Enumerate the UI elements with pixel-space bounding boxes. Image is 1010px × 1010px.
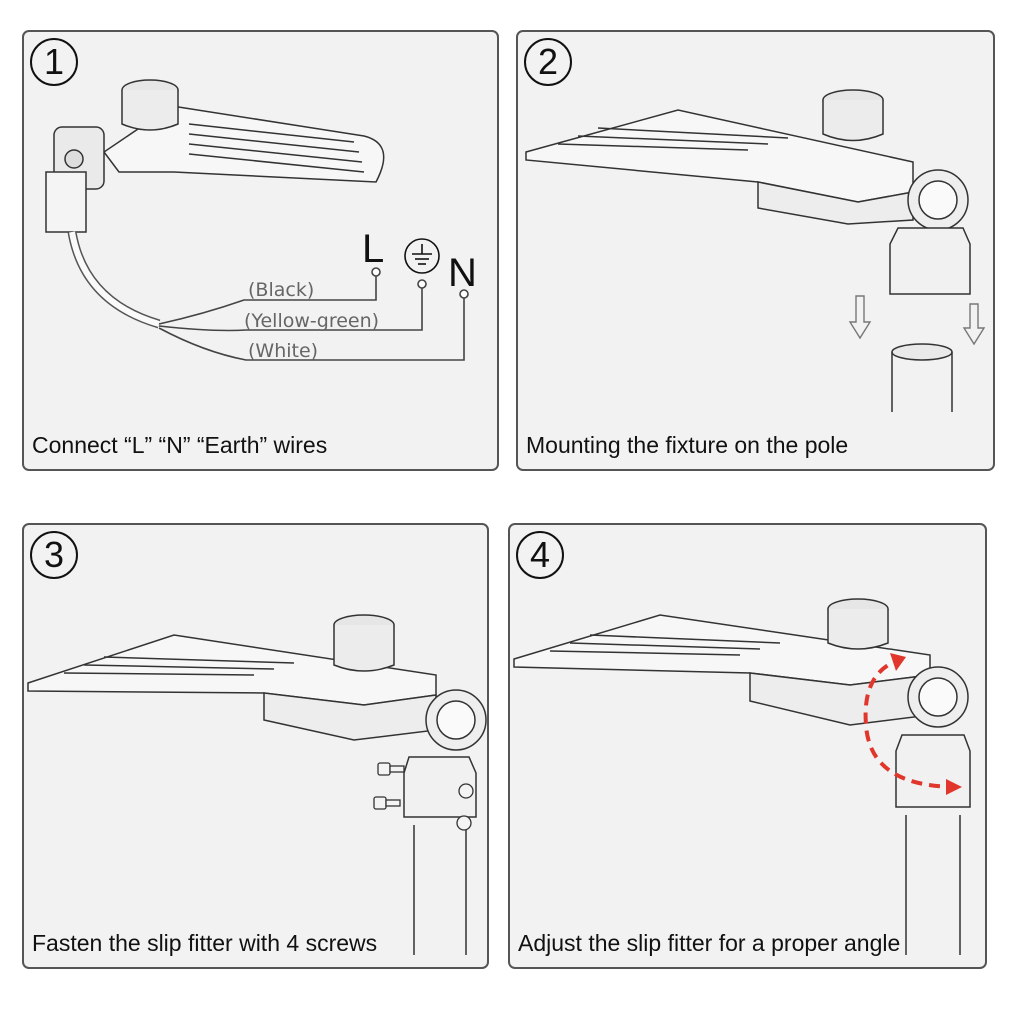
step-2-number: 2 [524, 38, 572, 86]
wire-label-white: (White) [248, 340, 318, 362]
earth-ground-icon [404, 238, 440, 274]
pole-drawing [891, 343, 953, 412]
down-arrow-icon [848, 295, 986, 346]
wire-label-yellow-green: (Yellow-green) [244, 310, 379, 332]
step-3-panel: 3 Fasten the slip fitter with 4 screws [22, 523, 489, 969]
step-4-illustration [513, 598, 971, 955]
light-fixture-drawing [45, 79, 385, 329]
step-1-caption: Connect “L” “N” “Earth” wires [32, 432, 328, 458]
step-4-panel: 4 Adjust the slip fitter for a proper an… [508, 523, 987, 969]
terminal-live-label: L [362, 227, 384, 271]
step-3-number: 3 [30, 531, 78, 579]
step-3-illustration [27, 614, 487, 955]
light-fixture-drawing [513, 598, 971, 955]
step-3-caption: Fasten the slip fitter with 4 screws [32, 930, 378, 956]
step-4-number: 4 [516, 531, 564, 579]
wire-label-black: (Black) [248, 279, 314, 301]
light-fixture-drawing [525, 89, 971, 295]
screw-icon [373, 762, 474, 831]
step-1-panel: (Black) (Yellow-green) (White) L N 1 Con… [22, 30, 499, 471]
step-2-illustration [525, 89, 986, 412]
step-2-panel: 2 Mounting the fixture on the pole [516, 30, 995, 471]
step-1-number: 1 [30, 38, 78, 86]
wire-lines [158, 267, 469, 361]
terminal-neutral-label: N [448, 251, 477, 295]
light-fixture-drawing [27, 614, 487, 955]
step-2-caption: Mounting the fixture on the pole [526, 432, 849, 458]
step-1-illustration: (Black) (Yellow-green) (White) L N [45, 79, 477, 362]
rotate-arrow-icon [863, 653, 962, 795]
step-4-caption: Adjust the slip fitter for a proper angl… [518, 930, 901, 956]
